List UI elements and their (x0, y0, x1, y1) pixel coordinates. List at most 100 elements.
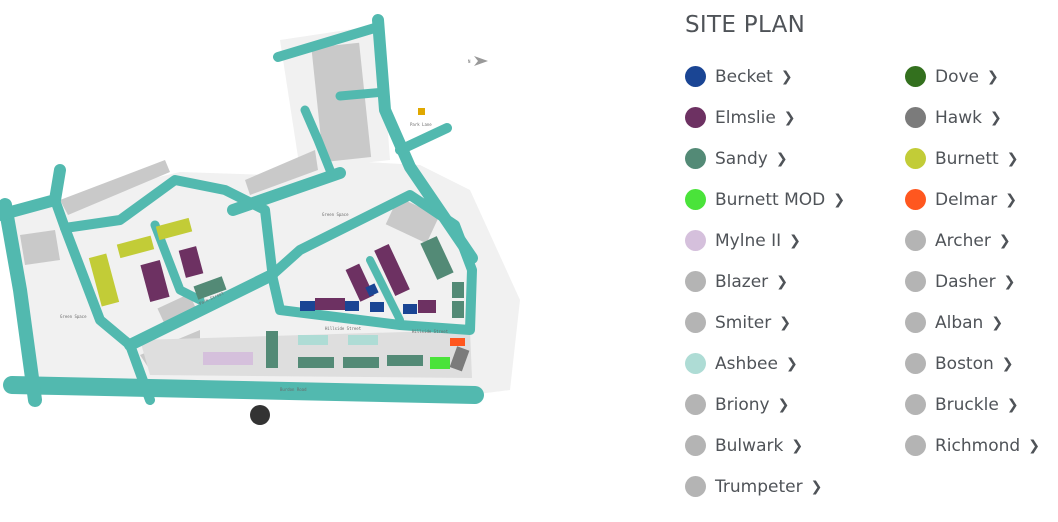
legend-item-burnett[interactable]: Burnett❯ (905, 138, 1040, 179)
plot-elmslie[interactable] (140, 260, 170, 302)
legend-label: Briony (715, 394, 770, 415)
north-arrow-icon: N (468, 56, 488, 66)
chevron-right-icon: ❯ (991, 314, 1004, 331)
chevron-right-icon: ❯ (777, 396, 790, 413)
legend-label: Smiter (715, 312, 772, 333)
legend-item-archer[interactable]: Archer ❯ (905, 220, 1040, 261)
legend-label: Hawk (935, 107, 982, 128)
label-hillside-street: Hillside Street (325, 326, 362, 331)
chevron-right-icon: ❯ (1003, 273, 1016, 290)
legend-left-column: Becket❯Elmslie❯Sandy❯Burnett MOD❯Mylne I… (685, 56, 845, 507)
chevron-right-icon: ❯ (1006, 150, 1019, 167)
color-swatch (685, 312, 706, 333)
chevron-right-icon: ❯ (833, 191, 845, 208)
plot-becket[interactable] (345, 301, 359, 311)
chevron-right-icon: ❯ (989, 109, 1002, 126)
site-plan-map[interactable]: Green Space Green Space Park Lane Park S… (0, 0, 530, 430)
svg-text:N: N (468, 59, 471, 64)
plot-sandy[interactable] (193, 276, 227, 300)
label-green-space: Green Space (322, 212, 349, 217)
plot-burnett[interactable] (88, 253, 120, 307)
legend-item-bruckle[interactable]: Bruckle ❯ (905, 384, 1040, 425)
legend-item-briony[interactable]: Briony ❯ (685, 384, 845, 425)
plot-burnett-mod[interactable] (430, 357, 450, 369)
legend-label: Sandy (715, 148, 768, 169)
plot-ashbee[interactable] (348, 335, 378, 345)
plot-sandy[interactable] (452, 301, 464, 318)
chevron-right-icon: ❯ (776, 273, 788, 290)
chevron-right-icon: ❯ (779, 314, 791, 331)
legend-right-column: Dove❯Hawk❯Burnett❯Delmar❯Archer❯Dasher❯A… (905, 56, 1040, 466)
plot-sandy[interactable] (266, 331, 278, 368)
chevron-right-icon: ❯ (1001, 355, 1014, 372)
plot-becket[interactable] (365, 283, 379, 297)
plots[interactable] (88, 217, 470, 372)
legend-item-elmslie[interactable]: Elmslie❯ (685, 97, 845, 138)
chevron-right-icon: ❯ (775, 150, 788, 167)
plot-elmslie[interactable] (418, 300, 436, 313)
plot-sandy[interactable] (452, 282, 464, 298)
plot-mylne-ii[interactable] (203, 352, 253, 365)
plot-becket[interactable] (403, 304, 417, 314)
chevron-right-icon: ❯ (1006, 396, 1019, 413)
legend-item-trumpeter[interactable]: Trumpeter ❯ (685, 466, 845, 507)
label-burdon-road: Burdon Road (280, 387, 307, 392)
legend-item-sandy[interactable]: Sandy ❯ (685, 138, 845, 179)
plot-hawk[interactable] (449, 346, 470, 372)
map-pin[interactable] (250, 405, 270, 425)
legend-label: Alban (935, 312, 984, 333)
chevron-right-icon: ❯ (998, 232, 1011, 249)
plot-becket[interactable] (370, 302, 384, 312)
legend-item-mylne-ii[interactable]: Mylne II❯ (685, 220, 845, 261)
legend-label: Trumpeter (715, 476, 803, 497)
chevron-right-icon: ❯ (789, 232, 801, 249)
legend-label: Ashbee (715, 353, 778, 374)
color-swatch (685, 66, 706, 87)
chevron-right-icon: ❯ (810, 478, 823, 495)
color-swatch (685, 435, 706, 456)
label-hillside-street: Hillside Street (412, 329, 449, 334)
plot-sandy[interactable] (343, 357, 379, 368)
legend-item-boston[interactable]: Boston❯ (905, 343, 1040, 384)
metro-icon (418, 108, 425, 115)
plot-elmslie[interactable] (315, 298, 345, 310)
plot-burnett[interactable] (155, 217, 193, 241)
plot-becket[interactable] (300, 301, 315, 311)
plot-delmar[interactable] (450, 338, 465, 346)
legend-item-blazer[interactable]: Blazer❯ (685, 261, 845, 302)
legend-item-delmar[interactable]: Delmar❯ (905, 179, 1040, 220)
plot-ashbee[interactable] (298, 335, 328, 345)
legend-item-richmond[interactable]: Richmond❯ (905, 425, 1040, 466)
legend-item-dasher[interactable]: Dasher❯ (905, 261, 1040, 302)
legend-item-bulwark[interactable]: Bulwark❯ (685, 425, 845, 466)
plot-sandy[interactable] (420, 236, 454, 280)
color-swatch (685, 476, 706, 497)
color-swatch (685, 189, 706, 210)
legend-label: Richmond (935, 435, 1021, 456)
plot-sandy[interactable] (298, 357, 334, 368)
plot-elmslie[interactable] (178, 246, 204, 278)
legend-item-burnett-mod[interactable]: Burnett MOD ❯ (685, 179, 845, 220)
legend-item-smiter[interactable]: Smiter ❯ (685, 302, 845, 343)
legend-item-alban[interactable]: Alban ❯ (905, 302, 1040, 343)
plot-elmslie[interactable] (345, 263, 374, 302)
roads (0, 14, 484, 407)
legend-label: Archer (935, 230, 991, 251)
legend-item-ashbee[interactable]: Ashbee❯ (685, 343, 845, 384)
color-swatch (905, 353, 926, 374)
legend-label: Delmar (935, 189, 998, 210)
color-swatch (685, 353, 706, 374)
color-swatch (905, 189, 926, 210)
color-swatch (905, 394, 926, 415)
plot-elmslie[interactable] (374, 243, 410, 297)
plot-sandy[interactable] (387, 355, 423, 366)
color-swatch (685, 107, 706, 128)
legend-label: Burnett MOD (715, 189, 826, 210)
legend-item-dove[interactable]: Dove❯ (905, 56, 1040, 97)
legend-item-becket[interactable]: Becket❯ (685, 56, 845, 97)
legend-item-hawk[interactable]: Hawk ❯ (905, 97, 1040, 138)
plot-burnett[interactable] (116, 235, 155, 259)
legend-label: Bruckle (935, 394, 999, 415)
legend-label: Becket (715, 66, 773, 87)
color-swatch (905, 312, 926, 333)
